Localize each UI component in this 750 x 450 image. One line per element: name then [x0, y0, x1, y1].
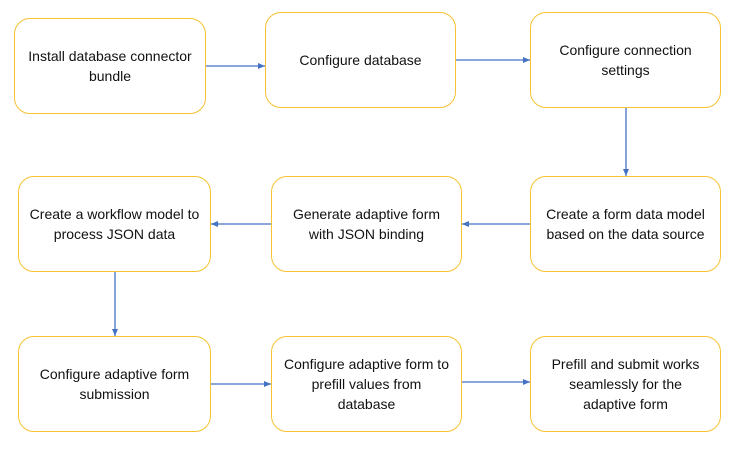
step-prefill-and-submit: Prefill and submit works seamlessly for … [530, 336, 721, 432]
step-configure-connection-settings: Configure connection settings [530, 12, 721, 108]
step-label: Configure adaptive form to prefill value… [284, 356, 449, 412]
step-label: Configure adaptive form submission [39, 366, 190, 402]
step-generate-adaptive-form: Generate adaptive form with JSON binding [271, 176, 462, 272]
step-install-connector-bundle: Install database connector bundle [14, 18, 206, 114]
step-configure-database: Configure database [265, 12, 456, 108]
step-create-workflow-model: Create a workflow model to process JSON … [18, 176, 211, 272]
step-label: Configure database [299, 52, 422, 68]
step-label: Prefill and submit works seamlessly for … [551, 356, 700, 412]
step-label: Create a form data model based on the da… [546, 206, 705, 242]
step-configure-prefill: Configure adaptive form to prefill value… [271, 336, 462, 432]
step-create-form-data-model: Create a form data model based on the da… [530, 176, 721, 272]
step-configure-form-submission: Configure adaptive form submission [18, 336, 211, 432]
step-label: Generate adaptive form with JSON binding [292, 206, 441, 242]
step-label: Configure connection settings [559, 42, 692, 78]
step-label: Create a workflow model to process JSON … [29, 206, 200, 242]
step-label: Install database connector bundle [28, 48, 192, 84]
